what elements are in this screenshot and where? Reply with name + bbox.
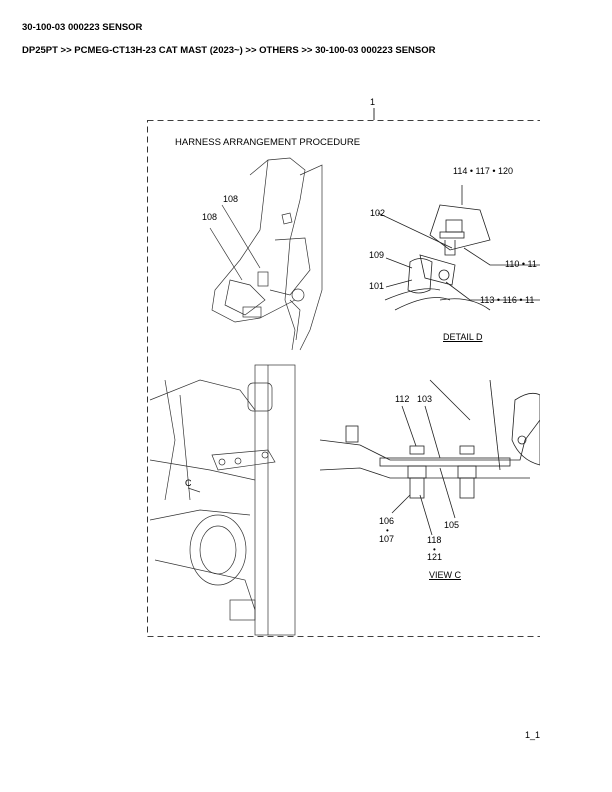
breadcrumb: DP25PT >> PCMEG-CT13H-23 CAT MAST (2023~… bbox=[22, 45, 436, 56]
view-c-drawing bbox=[319, 379, 540, 536]
bottom-left-assembly bbox=[149, 364, 296, 636]
label-121: 121 bbox=[427, 552, 443, 562]
label-106: 106 bbox=[379, 516, 395, 526]
bullet: • bbox=[386, 526, 389, 535]
label-108-a: 108 bbox=[223, 194, 239, 204]
label-108-b: 108 bbox=[202, 212, 218, 222]
view-c-caption: VIEW C bbox=[429, 570, 462, 580]
drawing-linework bbox=[147, 108, 540, 637]
top-left-assembly bbox=[209, 157, 323, 351]
label-105: 105 bbox=[444, 520, 460, 530]
label-c: C bbox=[185, 478, 192, 488]
label-114-117-120: 114 • 117 • 120 bbox=[453, 166, 514, 176]
page-label: 1_1( bbox=[525, 730, 540, 740]
label-107: 107 bbox=[379, 534, 395, 544]
label-118: 118 bbox=[427, 535, 442, 545]
label-113-series: 113 • 116 • 11 bbox=[480, 295, 535, 305]
label-101: 101 bbox=[369, 281, 385, 291]
label-103: 103 bbox=[417, 394, 433, 404]
parts-drawing: 1 HARNESS ARRANGEMENT PROCEDURE 108 108 … bbox=[147, 97, 540, 740]
document-title: 30-100-03 000223 SENSOR bbox=[22, 22, 143, 33]
label-112: 112 bbox=[395, 394, 410, 404]
detail-d-caption: DETAIL D bbox=[443, 332, 483, 342]
figure-ref-number: 1 bbox=[370, 97, 376, 107]
figure-heading: HARNESS ARRANGEMENT PROCEDURE bbox=[175, 137, 361, 148]
figure-frame bbox=[147, 120, 540, 637]
label-102: 102 bbox=[370, 208, 386, 218]
label-109: 109 bbox=[369, 250, 385, 260]
label-110-series: 110 • 11 bbox=[505, 259, 537, 269]
bullet: • bbox=[433, 545, 436, 554]
detail-d-drawing bbox=[377, 185, 540, 311]
